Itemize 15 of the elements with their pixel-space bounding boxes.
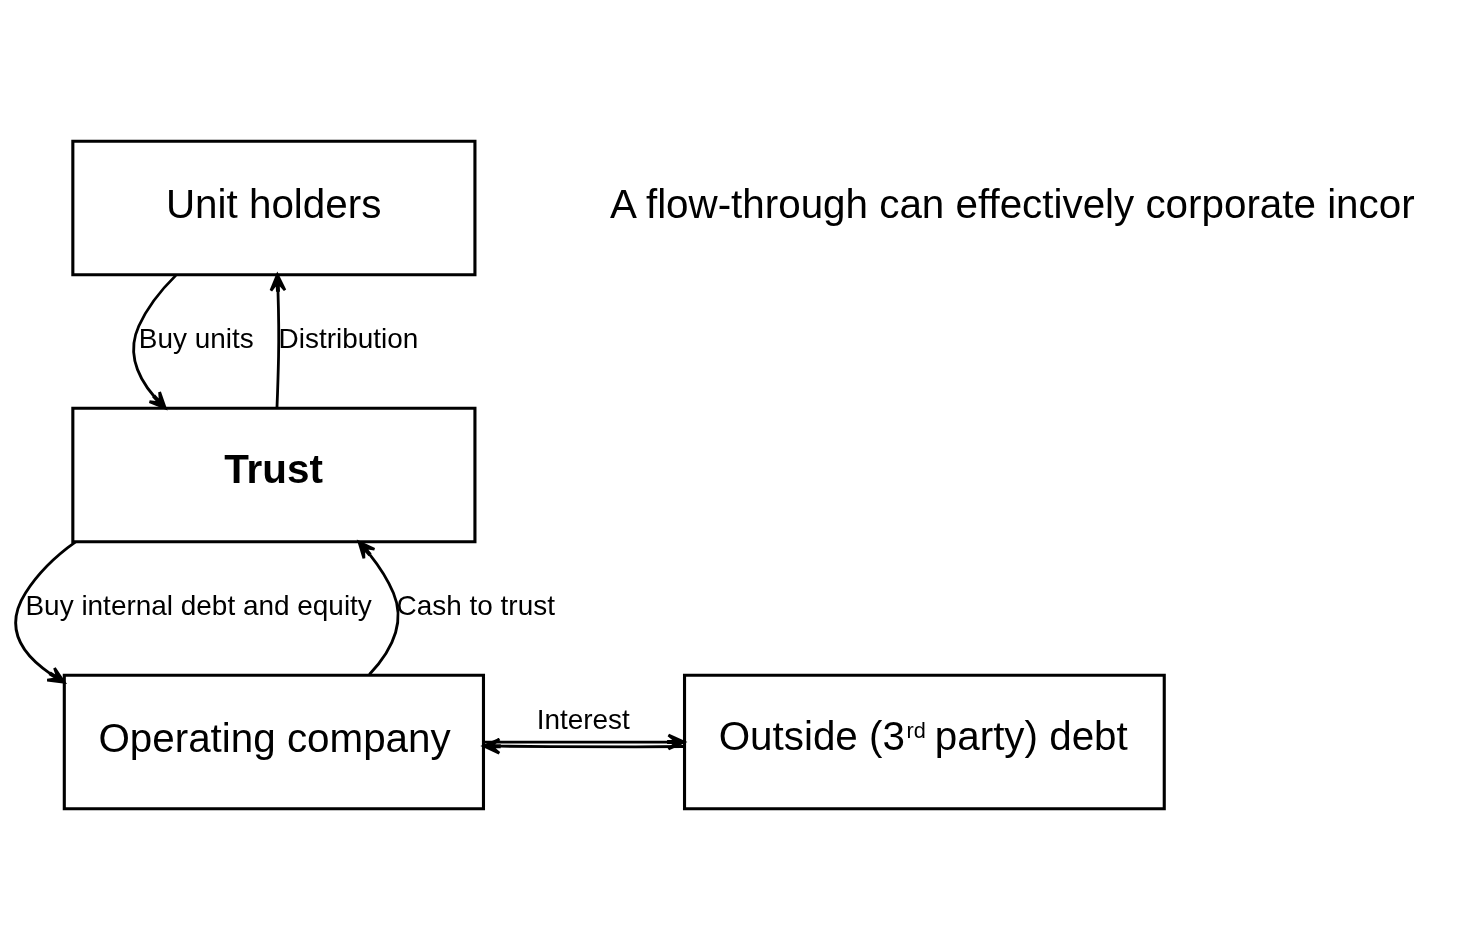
arrow: [482, 737, 685, 755]
edge-label: Distribution: [278, 323, 419, 355]
node-box: Trust: [71, 406, 477, 544]
label: A flow-through can effectively corporate incor: [610, 180, 1415, 227]
arrow: [357, 540, 400, 676]
node-box: Operating company: [62, 673, 486, 811]
arrow: [132, 274, 177, 410]
arrow: [269, 273, 287, 409]
edge-label: Buy units: [138, 323, 254, 355]
edge-label: Interest: [536, 703, 630, 735]
edge-label: Cash to trust: [396, 590, 555, 622]
node-box: Outside (3$^{rd}$ party) debt: [682, 673, 1166, 811]
arrow: [14, 540, 77, 684]
node-box: Unit holders: [71, 139, 477, 277]
edge-label: Buy internal debt and equity: [25, 590, 372, 622]
